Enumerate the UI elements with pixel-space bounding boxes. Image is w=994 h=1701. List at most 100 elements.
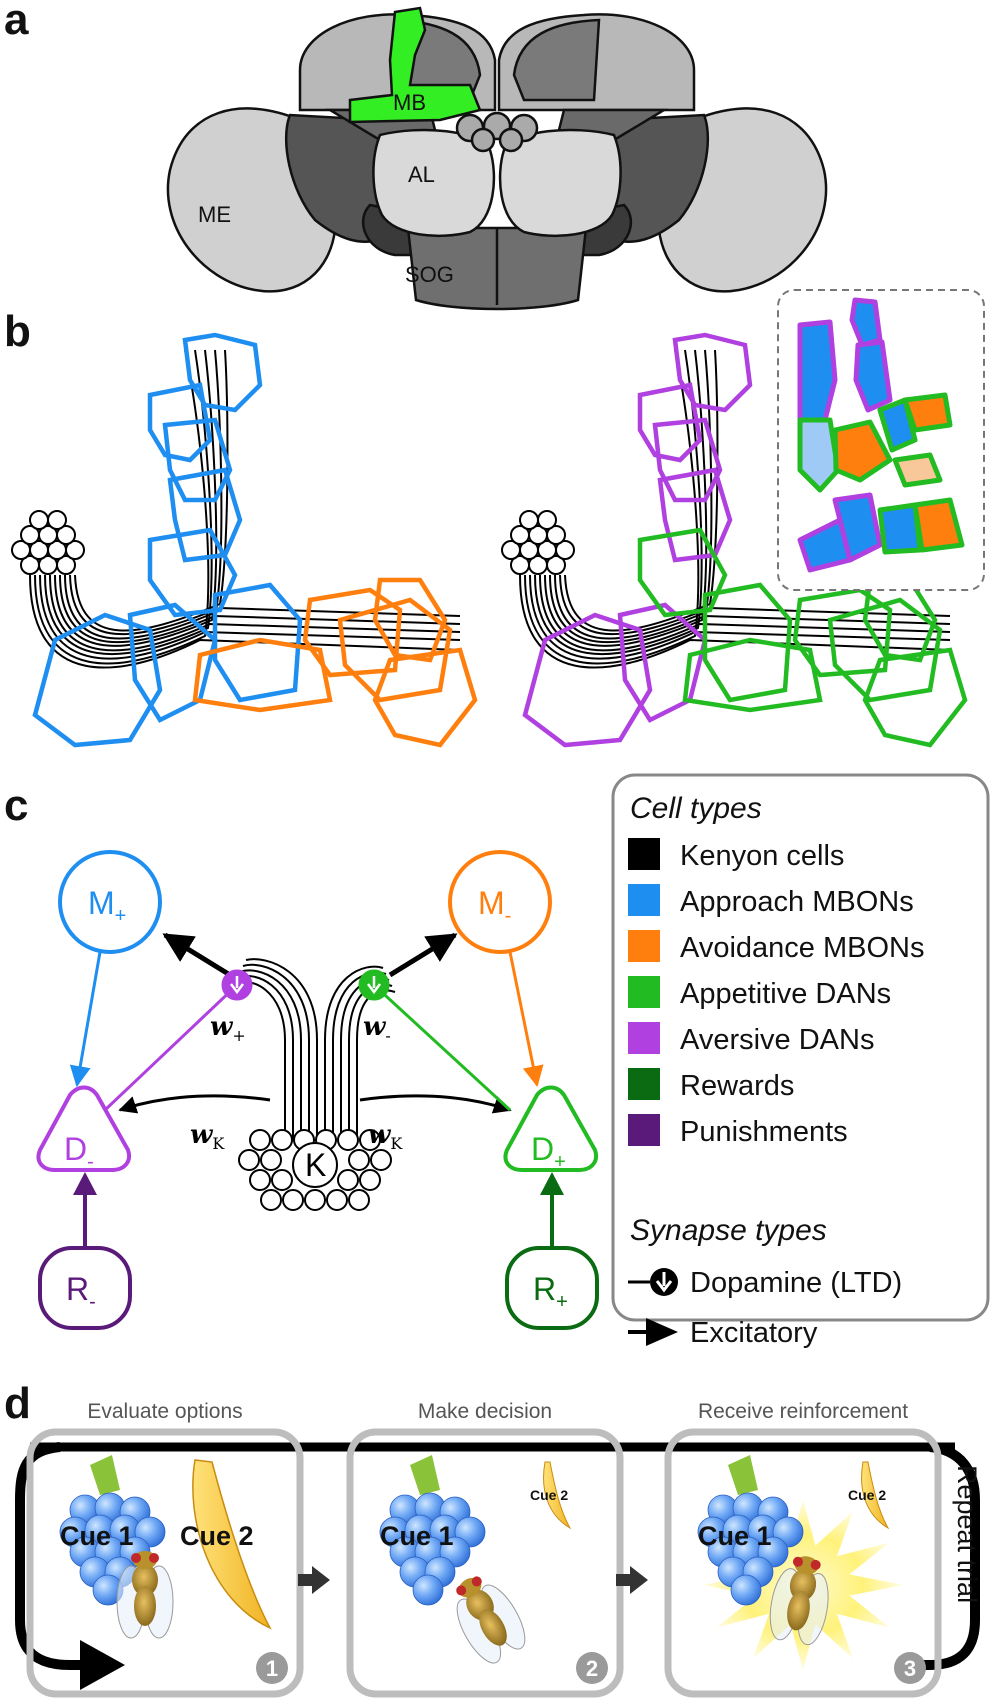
legend-cell-label: Appetitive DANs xyxy=(680,978,891,1010)
kenyon-axons-left xyxy=(29,349,461,669)
m-plus-label: M+ xyxy=(88,885,126,927)
legend-swatch xyxy=(628,1068,660,1100)
step-title: Evaluate options xyxy=(87,1400,242,1423)
legend-swatch xyxy=(628,838,660,870)
m-plus-node xyxy=(58,850,162,954)
w-minus-label: w- xyxy=(363,1012,391,1045)
excitatory-arrow-icon xyxy=(628,1318,678,1346)
step-title: Make decision xyxy=(418,1400,552,1423)
panel-b-letter: b xyxy=(4,307,31,356)
brain-diagram xyxy=(166,6,828,311)
dopamine-synapse-plus xyxy=(103,969,253,1112)
step-number-badge xyxy=(576,1652,608,1684)
r-plus-node xyxy=(505,1246,599,1330)
grapes-icon xyxy=(59,1455,166,1606)
brain-label-mb: MB xyxy=(393,90,426,115)
cue-2-label: Cue 2 xyxy=(180,1521,254,1551)
wk-left-label: wK xyxy=(190,1120,225,1153)
legend-swatch xyxy=(628,976,660,1008)
legend-synapse-excitatory: Excitatory xyxy=(690,1317,818,1349)
legend-synapse-types-title: Synapse types xyxy=(630,1214,827,1247)
d-minus-node xyxy=(36,1085,131,1172)
approach-mbon-compartments-left xyxy=(32,332,303,748)
legend-cell-label: Aversive DANs xyxy=(680,1024,874,1056)
mb-left-mbon-compartments xyxy=(11,332,478,748)
legend-cell-row: Avoidance MBONs xyxy=(628,930,924,964)
step-arrow-1 xyxy=(298,1566,330,1594)
m-minus-node xyxy=(448,850,552,954)
step-number: 1 xyxy=(266,1656,278,1681)
panel-a-letter: a xyxy=(4,0,29,44)
legend-cell-row: Kenyon cells xyxy=(628,838,844,872)
step-number-badge xyxy=(256,1652,288,1684)
grapes-icon xyxy=(697,1455,804,1606)
brain-label-sog: SOG xyxy=(405,262,454,287)
w-plus-label: w+ xyxy=(210,1012,246,1045)
dopamine-synapse-icon xyxy=(628,1268,678,1296)
kenyon-cell-bodies-left xyxy=(11,510,85,575)
fly-icon xyxy=(456,1576,526,1664)
legend-cell-label: Rewards xyxy=(680,1070,794,1102)
cue-1-label: Cue 1 xyxy=(60,1521,134,1551)
legend-cell-label: Punishments xyxy=(680,1116,848,1148)
banana-icon xyxy=(861,1461,890,1530)
legend-cell-row: Approach MBONs xyxy=(628,884,914,918)
legend-swatch xyxy=(628,884,660,916)
cue-2-label: Cue 2 xyxy=(530,1487,568,1503)
legend-cell-row: Appetitive DANs xyxy=(628,976,891,1010)
brain-labels: MB AL ME SOG xyxy=(198,90,454,287)
d-plus-node xyxy=(503,1085,598,1172)
step-frame xyxy=(346,1428,624,1698)
step-title: Receive reinforcement xyxy=(698,1400,908,1423)
kenyon-cell-bodies-right xyxy=(501,510,575,575)
d-plus-label: D+ xyxy=(531,1131,566,1173)
fly-icon xyxy=(116,1551,174,1639)
legend-box xyxy=(611,773,990,1322)
wk-right-label: wK xyxy=(368,1120,403,1153)
r-minus-node xyxy=(38,1246,132,1330)
brain-label-al: AL xyxy=(408,162,435,187)
cue-2-label: Cue 2 xyxy=(848,1487,886,1503)
step-frame xyxy=(26,1428,304,1698)
step-number-badge xyxy=(894,1652,926,1684)
step-frame xyxy=(664,1428,942,1698)
banana-icon xyxy=(192,1459,272,1630)
legend-cell-row: Aversive DANs xyxy=(628,1022,874,1056)
grapes-icon xyxy=(379,1455,486,1606)
brain-protocerebrum-right-inner xyxy=(512,18,601,102)
step-number: 3 xyxy=(904,1656,916,1681)
m-minus-label: M- xyxy=(478,885,511,927)
legend-cell-types-title: Cell types xyxy=(630,792,762,825)
mb-compartment-inset xyxy=(777,289,985,591)
brain-mb-highlight xyxy=(348,6,482,124)
legend-cell-label: Approach MBONs xyxy=(680,886,914,918)
avoidance-mbon-compartments-left xyxy=(192,577,478,748)
legend-swatch xyxy=(628,930,660,962)
cue-1-label: Cue 1 xyxy=(380,1521,454,1551)
fly-icon xyxy=(769,1556,829,1646)
dopamine-synapse-minus xyxy=(358,969,512,1112)
kenyon-cluster xyxy=(238,1129,392,1211)
legend-swatch xyxy=(628,1114,660,1146)
legend-cell-label: Kenyon cells xyxy=(680,840,844,872)
circuit-diagram: K M+ M- D- D+ R- R xyxy=(36,850,599,1330)
step-arrow-2 xyxy=(616,1566,648,1594)
r-minus-label: R- xyxy=(66,1271,96,1313)
d-minus-label: D- xyxy=(64,1131,94,1173)
legend-cell-row: Punishments xyxy=(628,1114,848,1148)
banana-icon xyxy=(543,1461,572,1530)
k-node-label: K xyxy=(305,1147,326,1183)
repeat-trial-label: Repeat trial xyxy=(952,1465,982,1603)
brain-label-me: ME xyxy=(198,202,231,227)
panel-d-letter: d xyxy=(4,1379,31,1428)
legend-cell-row: Rewards xyxy=(628,1068,794,1102)
cue-1-label: Cue 1 xyxy=(698,1521,772,1551)
trial-loop xyxy=(15,1442,980,1690)
mb-right-dan-compartments xyxy=(501,332,968,748)
legend-synapse-dopamine: Dopamine (LTD) xyxy=(690,1267,902,1299)
